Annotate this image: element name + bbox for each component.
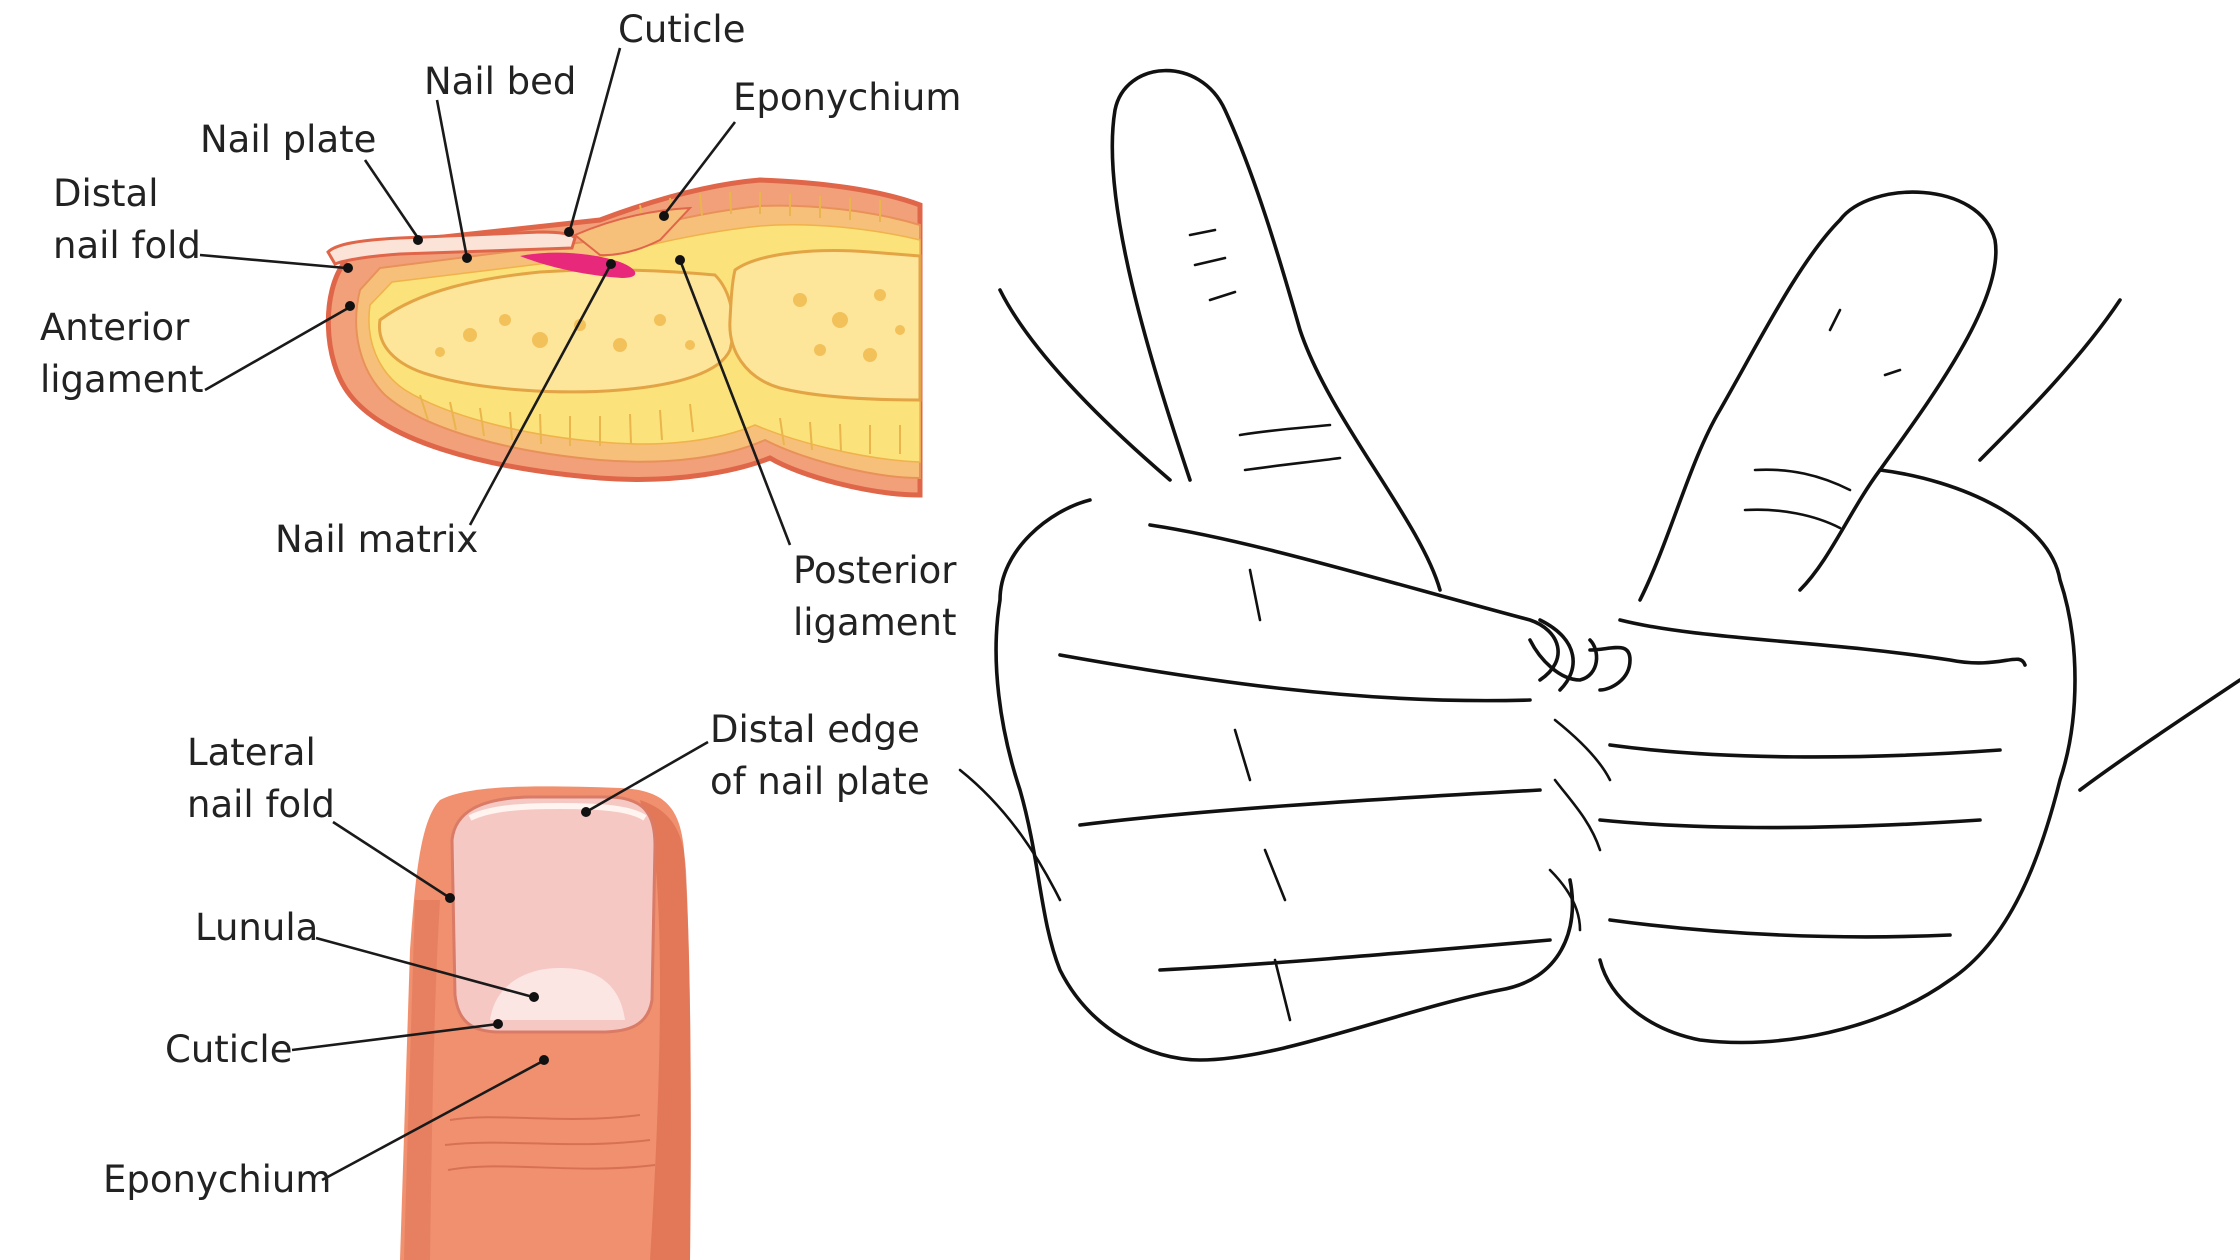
label-cuticle-top: Cuticle [618,8,745,51]
label-lunula: Lunula [195,906,318,949]
label-anterior-ligament-2: ligament [40,358,203,401]
label-anterior-ligament-1: Anterior [40,306,190,349]
label-nail-bed: Nail bed [424,60,576,103]
nail-surface [450,795,657,1034]
label-nail-plate: Nail plate [200,118,376,161]
bone-marrow-texture [435,289,905,362]
hands-thumbs-sketch [958,68,2240,1062]
label-distal-nail-fold-1: Distal [53,172,159,215]
label-nail-matrix: Nail matrix [275,518,478,561]
label-posterior-ligament-1: Posterior [793,549,957,592]
lunula-shape [490,968,625,1020]
label-lateral-nail-fold-2: nail fold [187,783,335,826]
thumb-tips-contact [1528,638,1632,692]
label-distal-edge-1: Distal edge [710,708,920,751]
right-thumb-outline [1638,190,1998,602]
middle-phalanx-bone [728,249,922,402]
left-fist-outline [994,288,1575,1062]
finger-left-shadow [404,900,440,1260]
label-posterior-ligament-2: ligament [793,601,956,644]
label-eponychium-bottom: Eponychium [103,1158,331,1201]
label-distal-nail-fold-2: nail fold [53,224,201,267]
label-eponychium-top: Eponychium [733,76,961,119]
left-thumb-outline [1110,68,1442,592]
distal-phalanx-bone [377,268,735,394]
label-lateral-nail-fold-1: Lateral [187,731,316,774]
label-distal-edge-2: of nail plate [710,760,930,803]
finger-knuckle-wrinkles [444,1114,656,1171]
nail-cross-section-diagram: Cuticle Nail bed Eponychium Nail plate D… [40,8,961,644]
fingertip-surface-diagram: Lateral nail fold Distal edge of nail pl… [103,708,930,1260]
right-fist-outline [1598,298,2122,1045]
label-cuticle-bottom: Cuticle [165,1028,292,1071]
finger-side-shadow [640,800,691,1260]
nail-free-edge [468,802,647,821]
